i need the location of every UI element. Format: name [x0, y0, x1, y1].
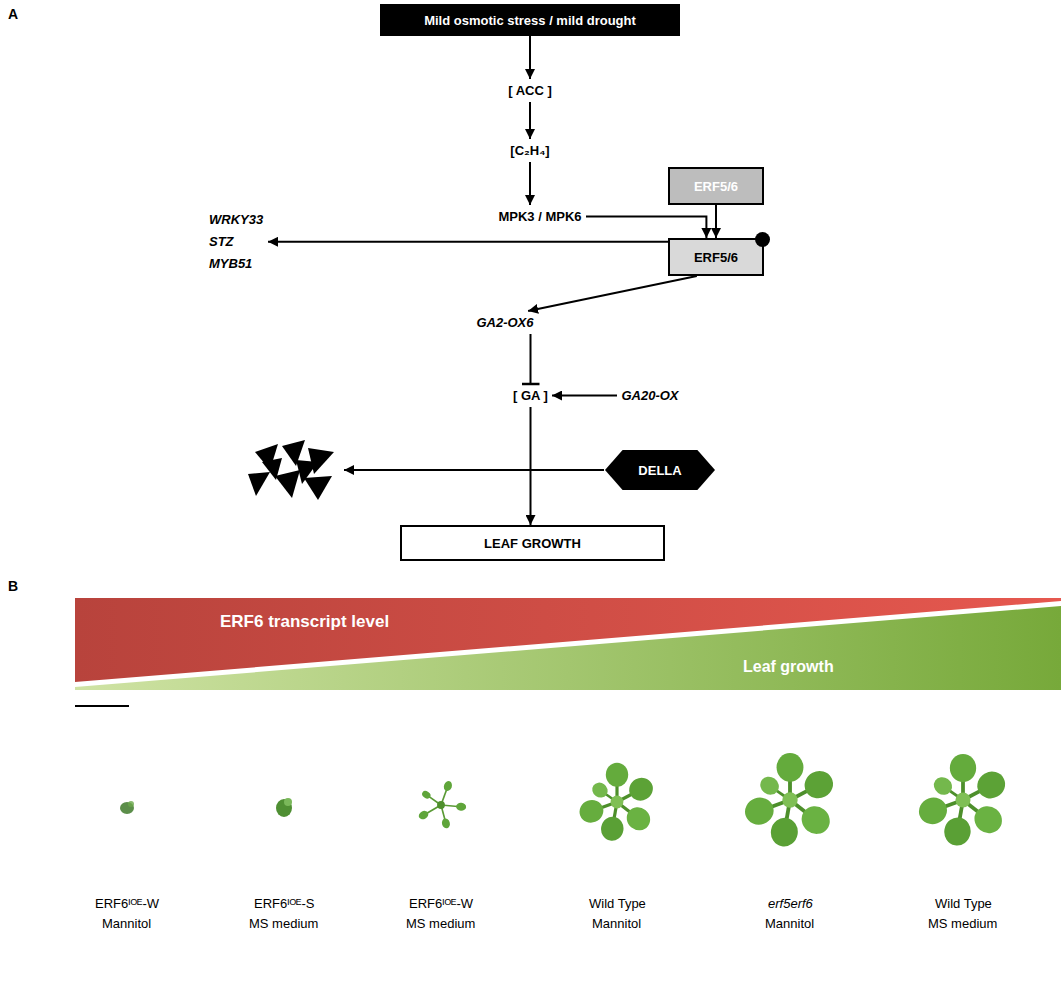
plant-caption: Mannitol: [765, 916, 814, 931]
stress-box: Mild osmotic stress / mild drought: [380, 4, 680, 36]
node-text: STZ: [209, 231, 234, 253]
hexagon-fill: [605, 450, 715, 490]
hormone-node: [ GA ]: [509, 384, 552, 407]
plant-caption: Mannitol: [592, 916, 641, 931]
plant-caption: Mannitol: [102, 916, 151, 931]
plant-photos: [120, 753, 1010, 849]
triangle-cluster: [248, 440, 334, 500]
node-text: ERF6 transcript level: [220, 612, 389, 632]
node-text: GA2-OX6: [476, 315, 533, 330]
band-fill: [75, 606, 1061, 690]
connector: [552, 395, 617, 397]
plant-caption: MS medium: [928, 916, 997, 931]
plant-caption: ERF6ᴵᴼᴱ-S: [254, 896, 314, 911]
node-text: [ GA ]: [513, 388, 548, 403]
plant-caption: erf5erf6: [768, 896, 813, 911]
node-text: Leaf growth: [743, 658, 834, 676]
plant-caption: ERF6ᴵᴼᴱ-W: [409, 896, 473, 911]
node-text: ERF5/6: [694, 179, 738, 194]
plant-caption: MS medium: [406, 916, 475, 931]
target-genes: WRKY33STZMYB51: [205, 205, 268, 279]
phospho-dot: [755, 232, 770, 247]
node-text: WRKY33: [209, 209, 263, 231]
gene-node: GA20-OX: [617, 384, 683, 407]
protein-box-inactive: ERF5/6: [668, 167, 764, 205]
node-text: Mild osmotic stress / mild drought: [424, 13, 636, 28]
plant-caption: Wild Type: [935, 896, 992, 911]
node-text: MYB51: [209, 253, 252, 275]
plant-caption: ERF6ᴵᴼᴱ-W: [95, 896, 159, 911]
connector: [586, 217, 706, 239]
connector: [529, 162, 531, 205]
connector: [715, 205, 717, 238]
connector: [528, 276, 697, 311]
kinase-node: MPK3 / MPK6: [494, 205, 586, 228]
connector: [529, 36, 531, 79]
node-text: [ ACC ]: [508, 83, 552, 98]
repressor-hexagon: DELLA: [605, 450, 715, 490]
metabolite-node: [C₂H₄]: [506, 139, 554, 162]
node-text: DELLA: [638, 463, 681, 478]
connector: [530, 334, 532, 384]
gene-node: GA2-OX6: [472, 311, 538, 334]
protein-box-active: ERF5/6: [668, 238, 764, 276]
gradient-band-green: Leaf growth: [75, 598, 1061, 690]
connector: [529, 102, 531, 139]
node-text: LEAF GROWTH: [484, 536, 581, 551]
panel-letter: B: [8, 578, 18, 594]
connector: [268, 241, 668, 243]
node-text: ERF5/6: [694, 250, 738, 265]
metabolite-node: [ ACC ]: [504, 79, 556, 102]
output-box: LEAF GROWTH: [400, 525, 665, 561]
node-text: MPK3 / MPK6: [498, 209, 581, 224]
node-text: [C₂H₄]: [510, 143, 549, 158]
della-arrow: [344, 469, 604, 471]
connector: [530, 407, 532, 525]
plant-caption: Wild Type: [589, 896, 646, 911]
band-shape: [75, 598, 1061, 690]
node-text: GA20-OX: [621, 388, 678, 403]
scale-bar: [75, 705, 129, 707]
plant-caption: MS medium: [249, 916, 318, 931]
panel-letter: A: [8, 6, 18, 22]
